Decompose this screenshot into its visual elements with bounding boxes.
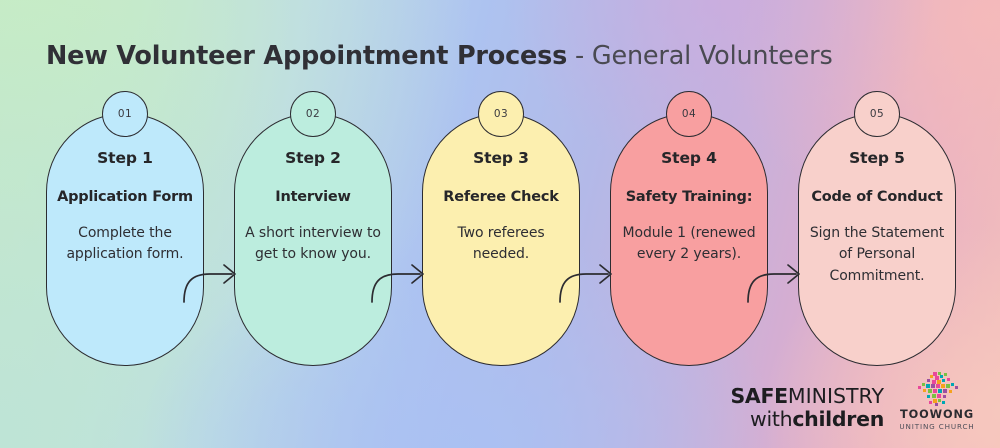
step-description-3: Two referees needed. — [457, 224, 545, 263]
safe-ministry-logo: SAFEMINISTRY withchildren — [730, 385, 884, 430]
step-card-3[interactable]: 03 Step 3 Referee Check Two referees nee… — [422, 91, 580, 366]
step-card-5[interactable]: 05 Step 5 Code of Conduct Sign the State… — [798, 91, 956, 366]
safe-ministry-line-1: SAFEMINISTRY — [730, 385, 884, 407]
safe-ministry-safe: SAFE — [730, 383, 788, 408]
safe-ministry-children: children — [792, 406, 884, 431]
step-badge-label-3: 03 — [493, 108, 509, 120]
step-name-5: Code of Conduct — [811, 189, 943, 205]
step-card-4[interactable]: 04 Step 4 Safety Training: Module 1 (ren… — [610, 91, 768, 366]
safe-ministry-ministry: MINISTRY — [787, 383, 884, 408]
page-title-bold: New Volunteer Appointment Process — [46, 41, 568, 71]
step-badge-label-2: 02 — [305, 108, 321, 120]
step-name-4: Safety Training: — [625, 189, 753, 205]
step-label-3: Step 3 — [473, 149, 529, 167]
step-card-2[interactable]: 02 Step 2 Interview A short interview to… — [234, 91, 392, 366]
step-description-2: A short interview to get to know you. — [245, 224, 381, 263]
step-name-1: Application Form — [57, 189, 193, 205]
toowong-uniting-church-logo: TOOWONG UNITING CHURCH — [891, 371, 983, 431]
safe-ministry-with: with — [750, 406, 793, 431]
page-title: New Volunteer Appointment Process - Gene… — [46, 41, 833, 71]
step-label-1: Step 1 — [97, 149, 153, 167]
step-badge-1: 01 — [102, 91, 148, 137]
step-badge-3: 03 — [478, 91, 524, 137]
safe-ministry-line-2: withchildren — [730, 408, 884, 430]
connector-arrow-3 — [559, 264, 612, 303]
toowong-name: TOOWONG — [899, 407, 974, 421]
step-label-4: Step 4 — [661, 149, 717, 167]
step-card-1[interactable]: 01 Step 1 Application Form Complete the … — [46, 91, 204, 366]
toowong-subtitle: UNITING CHURCH — [899, 422, 975, 431]
connector-arrow-4 — [747, 264, 800, 303]
step-description-1: Complete the application form. — [66, 224, 184, 263]
connector-arrow-1 — [183, 264, 236, 303]
step-description-5: Sign the Statement of Personal Commitmen… — [809, 224, 945, 284]
mosaic-cross-icon — [906, 371, 968, 407]
step-name-3: Referee Check — [443, 189, 559, 205]
step-description-4: Module 1 (renewed every 2 years). — [622, 224, 756, 263]
step-badge-2: 02 — [290, 91, 336, 137]
connector-arrow-2 — [371, 264, 424, 303]
step-badge-label-4: 04 — [681, 108, 697, 120]
step-label-5: Step 5 — [849, 149, 905, 167]
page-title-light: - General Volunteers — [567, 41, 833, 71]
step-badge-5: 05 — [854, 91, 900, 137]
step-badge-label-1: 01 — [117, 108, 133, 120]
step-label-2: Step 2 — [285, 149, 341, 167]
step-badge-4: 04 — [666, 91, 712, 137]
step-name-2: Interview — [275, 189, 351, 205]
step-badge-label-5: 05 — [869, 108, 885, 120]
